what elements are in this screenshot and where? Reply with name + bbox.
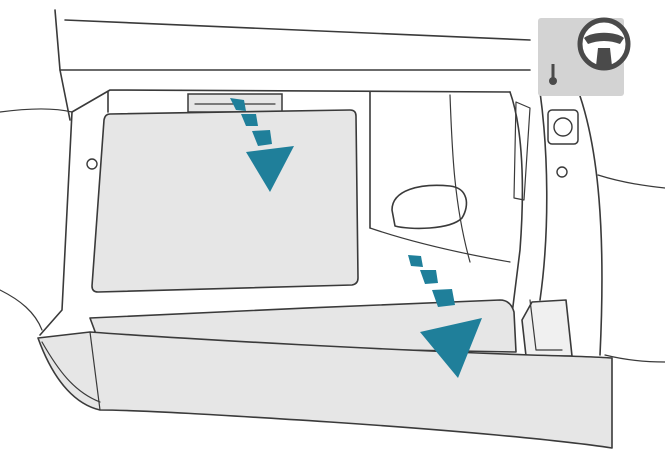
glovebox-cavity: [107, 91, 511, 263]
door-front-face: [37, 331, 613, 449]
arrow-lower-head: [420, 318, 482, 378]
screw-hole-right: [556, 166, 568, 178]
left-wall: [0, 89, 511, 336]
cover-panel: [91, 109, 359, 293]
steering-wheel-badge: [538, 17, 631, 96]
dashboard-top: [0, 9, 531, 121]
key-icon: [549, 64, 557, 85]
arrow-down-icon: [408, 255, 482, 378]
arrow-upper-head: [246, 146, 294, 192]
arrow-down-icon: [230, 98, 294, 192]
right-column: [509, 91, 665, 363]
glovebox-door: [37, 299, 613, 449]
latch-housing: [391, 184, 468, 230]
door-hinge-block: [521, 299, 573, 357]
steering-wheel-icon: [577, 17, 631, 71]
filter-cover: [91, 93, 359, 293]
screw-hole-left: [86, 158, 98, 170]
